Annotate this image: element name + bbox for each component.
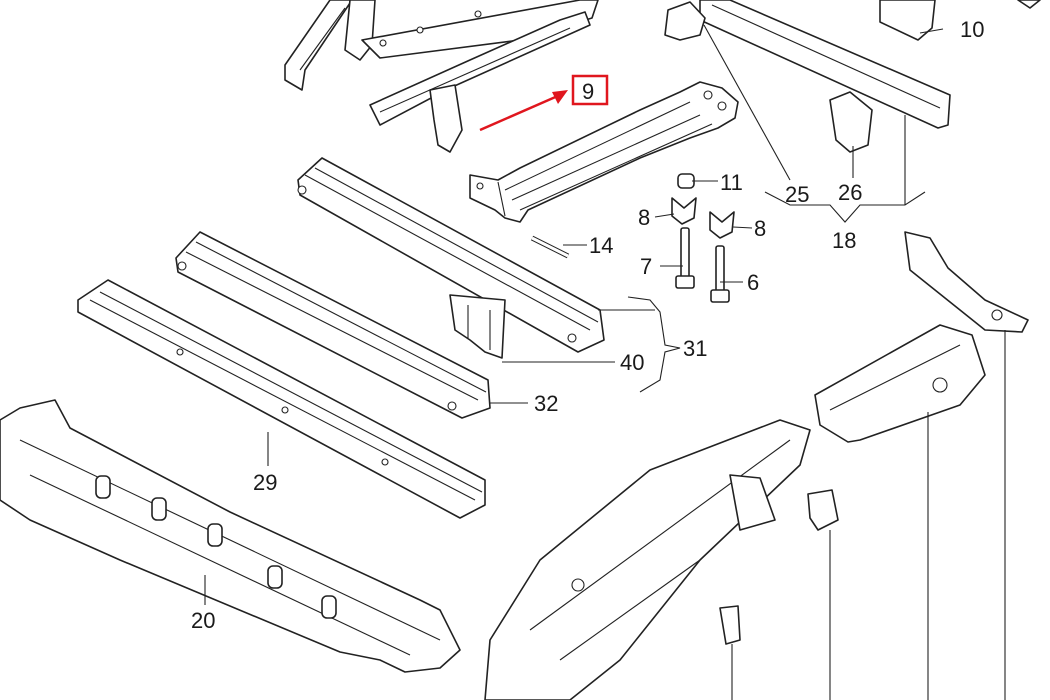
- label-part-32: 32: [534, 391, 558, 416]
- label-part-29: 29: [253, 470, 277, 495]
- bracket-part-40: [449, 294, 506, 359]
- label-part-18: 18: [832, 228, 856, 253]
- label-part-20: 20: [191, 608, 215, 633]
- fasteners: [530, 173, 735, 303]
- leader-lines: [204, 24, 1006, 700]
- label-part-31: 31: [683, 336, 707, 361]
- front-structure: [484, 231, 1029, 700]
- floor-panel-part-20: [0, 399, 461, 673]
- cross-member-part-9: [469, 81, 739, 223]
- highlight-arrow: [479, 93, 561, 132]
- right-rail-assembly: [664, 0, 1041, 153]
- label-part-25: 25: [785, 182, 809, 207]
- label-part-6: 6: [747, 270, 759, 295]
- sill-part-29: [77, 279, 486, 519]
- rail-part-31: [297, 157, 605, 353]
- label-part-40: 40: [620, 350, 644, 375]
- label-part-8-right: 8: [754, 216, 766, 241]
- label-part-26: 26: [838, 180, 862, 205]
- label-part-9: 9: [582, 79, 594, 104]
- upper-frame-assembly: [284, 0, 599, 153]
- label-part-8-left: 8: [638, 205, 650, 230]
- label-part-14: 14: [589, 233, 613, 258]
- highlight-arrowhead: [552, 90, 568, 104]
- label-part-10: 10: [960, 17, 984, 42]
- part-labels: 9 10 11 25 26 8 8 18 14 7 6 31 40 32 29 …: [191, 17, 984, 633]
- highlight-marker: [479, 74, 609, 132]
- label-part-7: 7: [640, 254, 652, 279]
- highlight-box: [571, 74, 609, 106]
- label-part-11: 11: [720, 170, 743, 195]
- rail-part-32: [175, 231, 491, 419]
